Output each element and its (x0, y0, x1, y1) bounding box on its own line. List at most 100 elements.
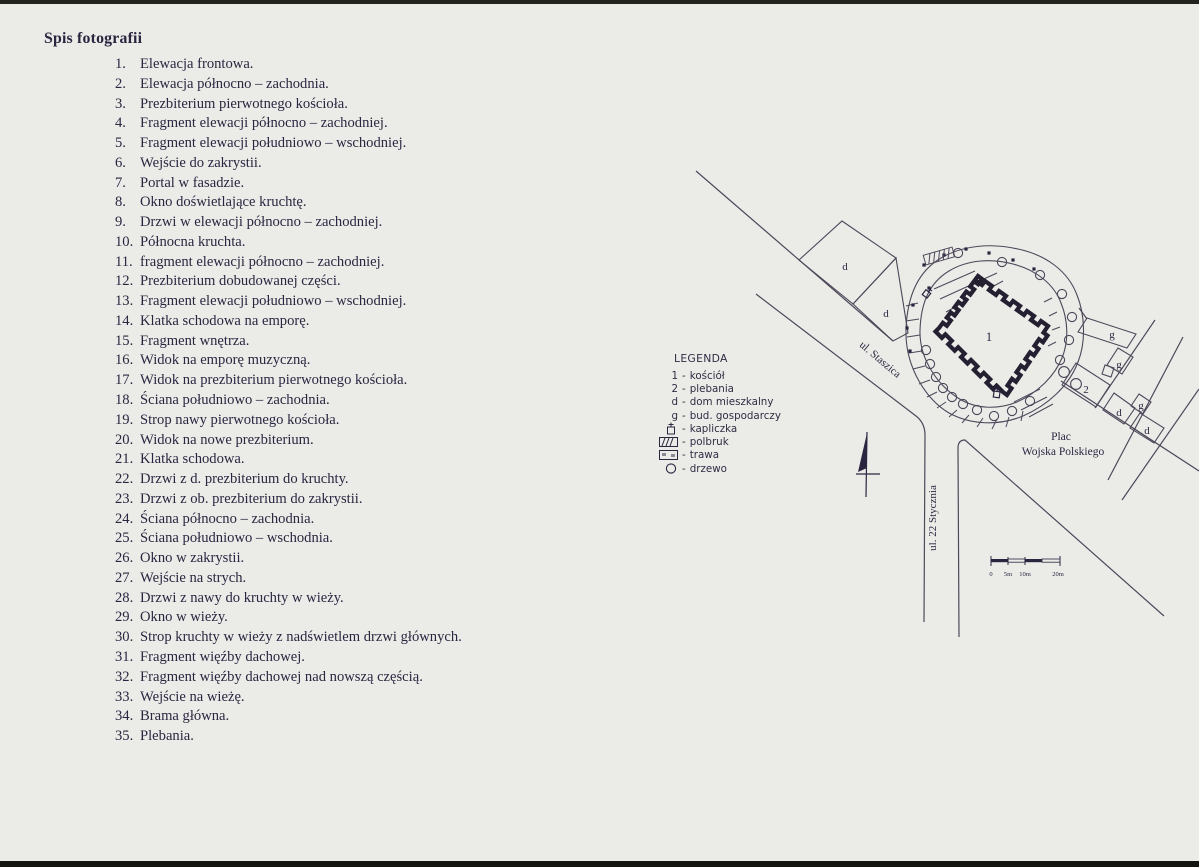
list-item-number: 16. (115, 352, 134, 369)
label-gosp: g (1109, 329, 1115, 341)
list-item: 8. Okno doświetlające kruchtę. (44, 193, 584, 213)
list-item-number: 4. (115, 115, 126, 132)
scale-label-5m: 5m (1004, 571, 1012, 578)
scale-bar: 0 5m 10m 20m (989, 556, 1064, 578)
building-dom-large (798, 220, 897, 305)
legend-entry: 1-kościół (656, 369, 816, 382)
list-item: 19.Strop nawy pierwotnego kościoła. (44, 411, 584, 431)
list-item-number: 23. (115, 490, 134, 507)
list-item: 4.Fragment elewacji północno – zachodnie… (44, 114, 584, 134)
building-gospodarczy-small (1106, 347, 1134, 375)
list-item-number: 21. (115, 451, 134, 468)
legend-entry: -polbruk (656, 435, 816, 448)
legend-label: bud. gospodarczy (689, 409, 781, 422)
list-item-number: 26. (115, 550, 134, 567)
list-item-number: 30. (115, 629, 134, 646)
list-item: 6.Wejście do zakrystii. (44, 154, 584, 174)
list-item: 31.Fragment więźby dachowej. (44, 648, 584, 668)
list-item-text: Ściana południowo – zachodnia. (140, 392, 330, 409)
list-item: 10. Północna kruchta. (44, 233, 584, 253)
list-item-number: 32. (115, 668, 134, 685)
street-label-22stycznia: ul. 22 Stycznia (927, 485, 939, 551)
building-gospodarczy-long (1077, 317, 1137, 349)
scan-edge-bottom (0, 861, 1199, 867)
list-item-number: 12. (115, 273, 134, 290)
legend-separator: - (682, 409, 686, 422)
scale-label-0: 0 (989, 571, 992, 578)
list-item-number: 7. (115, 174, 126, 191)
list-item: 28.Drzwi z nawy do kruchty w wieży. (44, 589, 584, 609)
side-road-1 (1094, 319, 1156, 409)
list-item: 9.Drzwi w elewacji północno – zachodniej… (44, 213, 584, 233)
list-item-text: Strop nawy pierwotnego kościoła. (140, 411, 340, 428)
legend-label: kapliczka (689, 422, 738, 435)
list-item: 2.Elewacja północno – zachodnia. (44, 75, 584, 95)
legend-entry: 2-plebania (656, 382, 816, 395)
church-outline (932, 273, 1051, 398)
list-item-number: 10. (115, 233, 134, 250)
list-item: 12. Prezbiterium dobudowanej części. (44, 272, 584, 292)
list-item-text: fragment elewacji północno – zachodniej. (140, 253, 385, 270)
list-item-text: Strop kruchty w wieży z nadświetlem drzw… (140, 629, 462, 646)
legend-entry: -kapliczka (656, 422, 816, 435)
north-arrow (856, 431, 880, 498)
list-item-number: 5. (115, 135, 126, 152)
kapliczka-icon (921, 287, 933, 300)
list-item: 11.fragment elewacji północno – zachodni… (44, 253, 584, 273)
list-item-text: Ściana północno – zachodnia. (140, 510, 315, 527)
list-item-number: 29. (115, 609, 134, 626)
list-item: 21.Klatka schodowa. (44, 450, 584, 470)
list-item-text: Prezbiterium dobudowanej części. (140, 273, 341, 290)
polbruk-area-icon (922, 246, 956, 266)
buildings (798, 220, 1165, 444)
legend-label: polbruk (689, 436, 729, 449)
churchyard-ring (905, 245, 1085, 424)
building-dom-1 (1102, 392, 1136, 425)
list-item-number: 1. (115, 56, 126, 72)
list-item-number: 25. (115, 530, 134, 547)
list-item-text: Okno w zakrystii. (140, 550, 245, 567)
polbruk-icon (656, 437, 678, 448)
list-item-text: Drzwi z ob. prezbiterium do zakrystii. (140, 490, 363, 507)
legend-label: trawa (689, 449, 720, 462)
list-item-number: 22. (115, 471, 134, 488)
list-item-text: Widok na emporę muzyczną. (140, 352, 311, 369)
plac-label-line1: Plac (1051, 431, 1071, 443)
building-dom-small (852, 256, 909, 342)
list-item: 22.Drzwi z d. prezbiterium do kruchty. (44, 470, 584, 490)
list-item-text: Drzwi w elewacji północno – zachodniej. (140, 214, 383, 231)
list-item-text: Fragment więźby dachowej. (140, 648, 305, 665)
list-item-text: Fragment więźby dachowej nad nowszą częś… (140, 668, 423, 685)
list-item-text: Elewacja północno – zachodnia. (140, 75, 329, 92)
street-label-staszica: ul. Staszica (857, 339, 903, 380)
photo-list: 1.Elewacja frontowa.2.Elewacja północno … (44, 55, 584, 747)
ring-inner (919, 260, 1068, 408)
label-dom: d (1144, 425, 1150, 437)
list-item: 14.Klatka schodowa na emporę. (44, 312, 584, 332)
list-item-text: Wejście na strych. (140, 569, 247, 586)
legend-separator: - (682, 462, 686, 475)
road-building-row (1060, 380, 1199, 472)
list-item-number: 15. (115, 332, 134, 349)
path-hatch-nw (933, 270, 1004, 313)
list-item: 32. Fragment więźby dachowej nad nowszą c… (44, 668, 584, 688)
list-item-text: Fragment elewacji południowo – wschodnie… (140, 135, 407, 152)
list-item-number: 24. (115, 510, 134, 527)
list-item-text: Widok na prezbiterium pierwotnego kościo… (140, 372, 408, 389)
building-dom-2 (1129, 412, 1165, 444)
list-item: 1.Elewacja frontowa. (44, 55, 584, 75)
drzewo-icon (656, 462, 678, 475)
plot-line (1078, 307, 1088, 320)
photo-list-section: Spis fotografii 1.Elewacja frontowa.2.El… (44, 30, 584, 747)
legend-label: kościół (689, 369, 725, 382)
list-item-number: 8. (115, 194, 126, 211)
list-item-number: 3. (115, 95, 126, 112)
scan-edge-top (0, 0, 1199, 4)
label-gosp: g (1138, 400, 1144, 412)
list-item-number: 17. (115, 372, 134, 389)
list-item-text: Północna kruchta. (140, 233, 246, 250)
list-item: 23. Drzwi z ob. prezbiterium do zakrystii… (44, 490, 584, 510)
list-item-text: Okno doświetlające kruchtę. (140, 194, 307, 211)
